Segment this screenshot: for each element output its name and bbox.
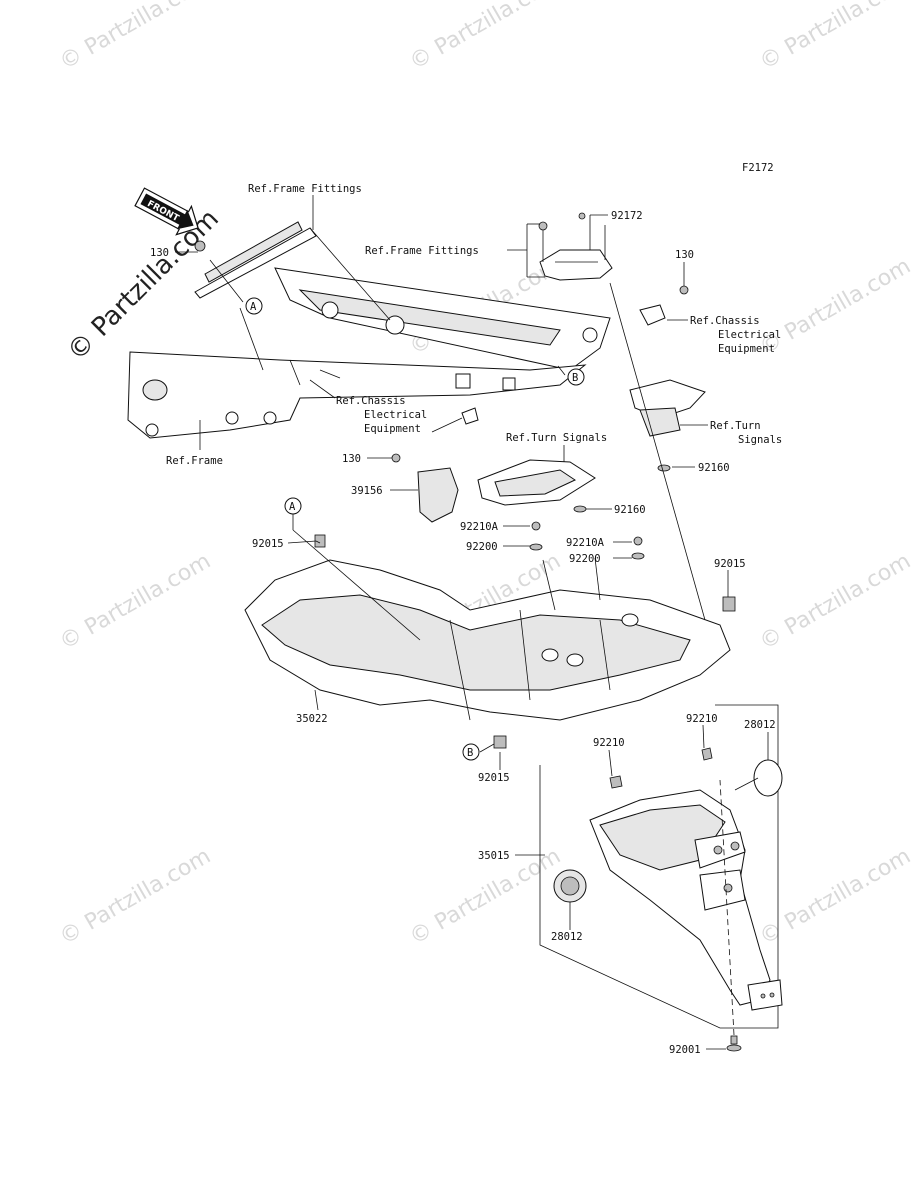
callout-letter: B bbox=[572, 372, 578, 384]
part-number-92160[interactable]: 92160 bbox=[698, 462, 730, 474]
watermarks: © Partzilla.com © Partzilla.com © Partzi… bbox=[56, 0, 916, 950]
part-number-35015[interactable]: 35015 bbox=[478, 850, 510, 862]
ref-frame-label: Ref.Frame bbox=[166, 455, 223, 467]
watermark-text: © Partzilla.com bbox=[56, 549, 216, 656]
ref-chassis-electrical-label: Ref.Chassis bbox=[690, 315, 760, 327]
part-number-92210[interactable]: 92210 bbox=[686, 713, 718, 725]
callout-letter: A bbox=[250, 301, 257, 313]
rear-fender-inner bbox=[244, 534, 736, 721]
part-number-92001[interactable]: 92001 bbox=[669, 1044, 701, 1056]
watermark-text: © Partzilla.com bbox=[56, 844, 216, 951]
part-number-92210a[interactable]: 92210A bbox=[566, 537, 605, 549]
callout-circle-a-top: A bbox=[245, 297, 263, 315]
part-number-28012[interactable]: 28012 bbox=[744, 719, 776, 731]
part-number-35022[interactable]: 35022 bbox=[296, 713, 328, 725]
callout-letter: B bbox=[467, 747, 473, 759]
part-number-130[interactable]: 130 bbox=[342, 453, 361, 465]
reference-labels: Ref.Frame Fittings Ref.Frame Fittings Re… bbox=[166, 183, 782, 467]
callout-circle-b-bot: B bbox=[462, 743, 480, 761]
part-number-28012[interactable]: 28012 bbox=[551, 931, 583, 943]
part-number-92200[interactable]: 92200 bbox=[569, 553, 601, 565]
fasteners bbox=[194, 240, 689, 749]
part-number-92015[interactable]: 92015 bbox=[714, 558, 746, 570]
leader-lines bbox=[175, 195, 769, 1050]
watermark-text: © Partzilla.com bbox=[56, 0, 216, 75]
callout-circle-b-top: B bbox=[567, 368, 585, 386]
ref-chassis-electrical-label: Electrical bbox=[364, 409, 427, 421]
ref-chassis-electrical-label: Equipment bbox=[364, 423, 421, 435]
ref-frame-fittings-label: Ref.Frame Fittings bbox=[248, 183, 362, 195]
watermark-logo: © Partzilla.com bbox=[62, 204, 225, 367]
ref-chassis-electrical-label: Ref.Chassis bbox=[336, 395, 406, 407]
part-number-92172[interactable]: 92172 bbox=[611, 210, 643, 222]
diagram-code: F2172 bbox=[742, 162, 774, 174]
ref-turn-signals-label: Signals bbox=[738, 434, 782, 446]
part-number-92210[interactable]: 92210 bbox=[593, 737, 625, 749]
turn-signal-right bbox=[629, 379, 706, 472]
ref-chassis-electrical-label: Equipment bbox=[718, 343, 775, 355]
rear-frame bbox=[127, 221, 611, 439]
part-number-130[interactable]: 130 bbox=[675, 249, 694, 261]
ref-turn-signals-label: Ref.Turn Signals bbox=[506, 432, 607, 444]
ref-chassis-electrical-label: Electrical bbox=[718, 329, 781, 341]
callout-circle-a-mid: A bbox=[284, 497, 302, 515]
frame-fitting-bracket bbox=[538, 212, 613, 281]
part-number-92015[interactable]: 92015 bbox=[478, 772, 510, 784]
ref-turn-signals-label: Ref.Turn bbox=[710, 420, 761, 432]
part-number-130[interactable]: 130 bbox=[150, 247, 169, 259]
part-labels: 130 130 130 92172 39156 92015 92015 9201… bbox=[150, 210, 776, 1056]
watermark-text: © Partzilla.com bbox=[756, 0, 916, 75]
watermark-text: © Partzilla.com bbox=[756, 549, 916, 656]
license-plate-holder bbox=[553, 747, 783, 1052]
assembly-box bbox=[539, 704, 779, 1029]
part-number-92160[interactable]: 92160 bbox=[614, 504, 646, 516]
turn-signal-middle bbox=[477, 459, 596, 513]
watermark-text: © Partzilla.com bbox=[406, 0, 566, 75]
part-number-92210a[interactable]: 92210A bbox=[460, 521, 499, 533]
callout-letter: A bbox=[289, 501, 296, 513]
part-number-39156[interactable]: 39156 bbox=[351, 485, 383, 497]
ref-frame-fittings-label: Ref.Frame Fittings bbox=[365, 245, 479, 257]
part-number-92200[interactable]: 92200 bbox=[466, 541, 498, 553]
watermark-text: © Partzilla.com bbox=[756, 254, 916, 361]
part-number-92015[interactable]: 92015 bbox=[252, 538, 284, 550]
watermark-text: © Partzilla.com bbox=[756, 844, 916, 951]
part-39156 bbox=[417, 467, 459, 523]
